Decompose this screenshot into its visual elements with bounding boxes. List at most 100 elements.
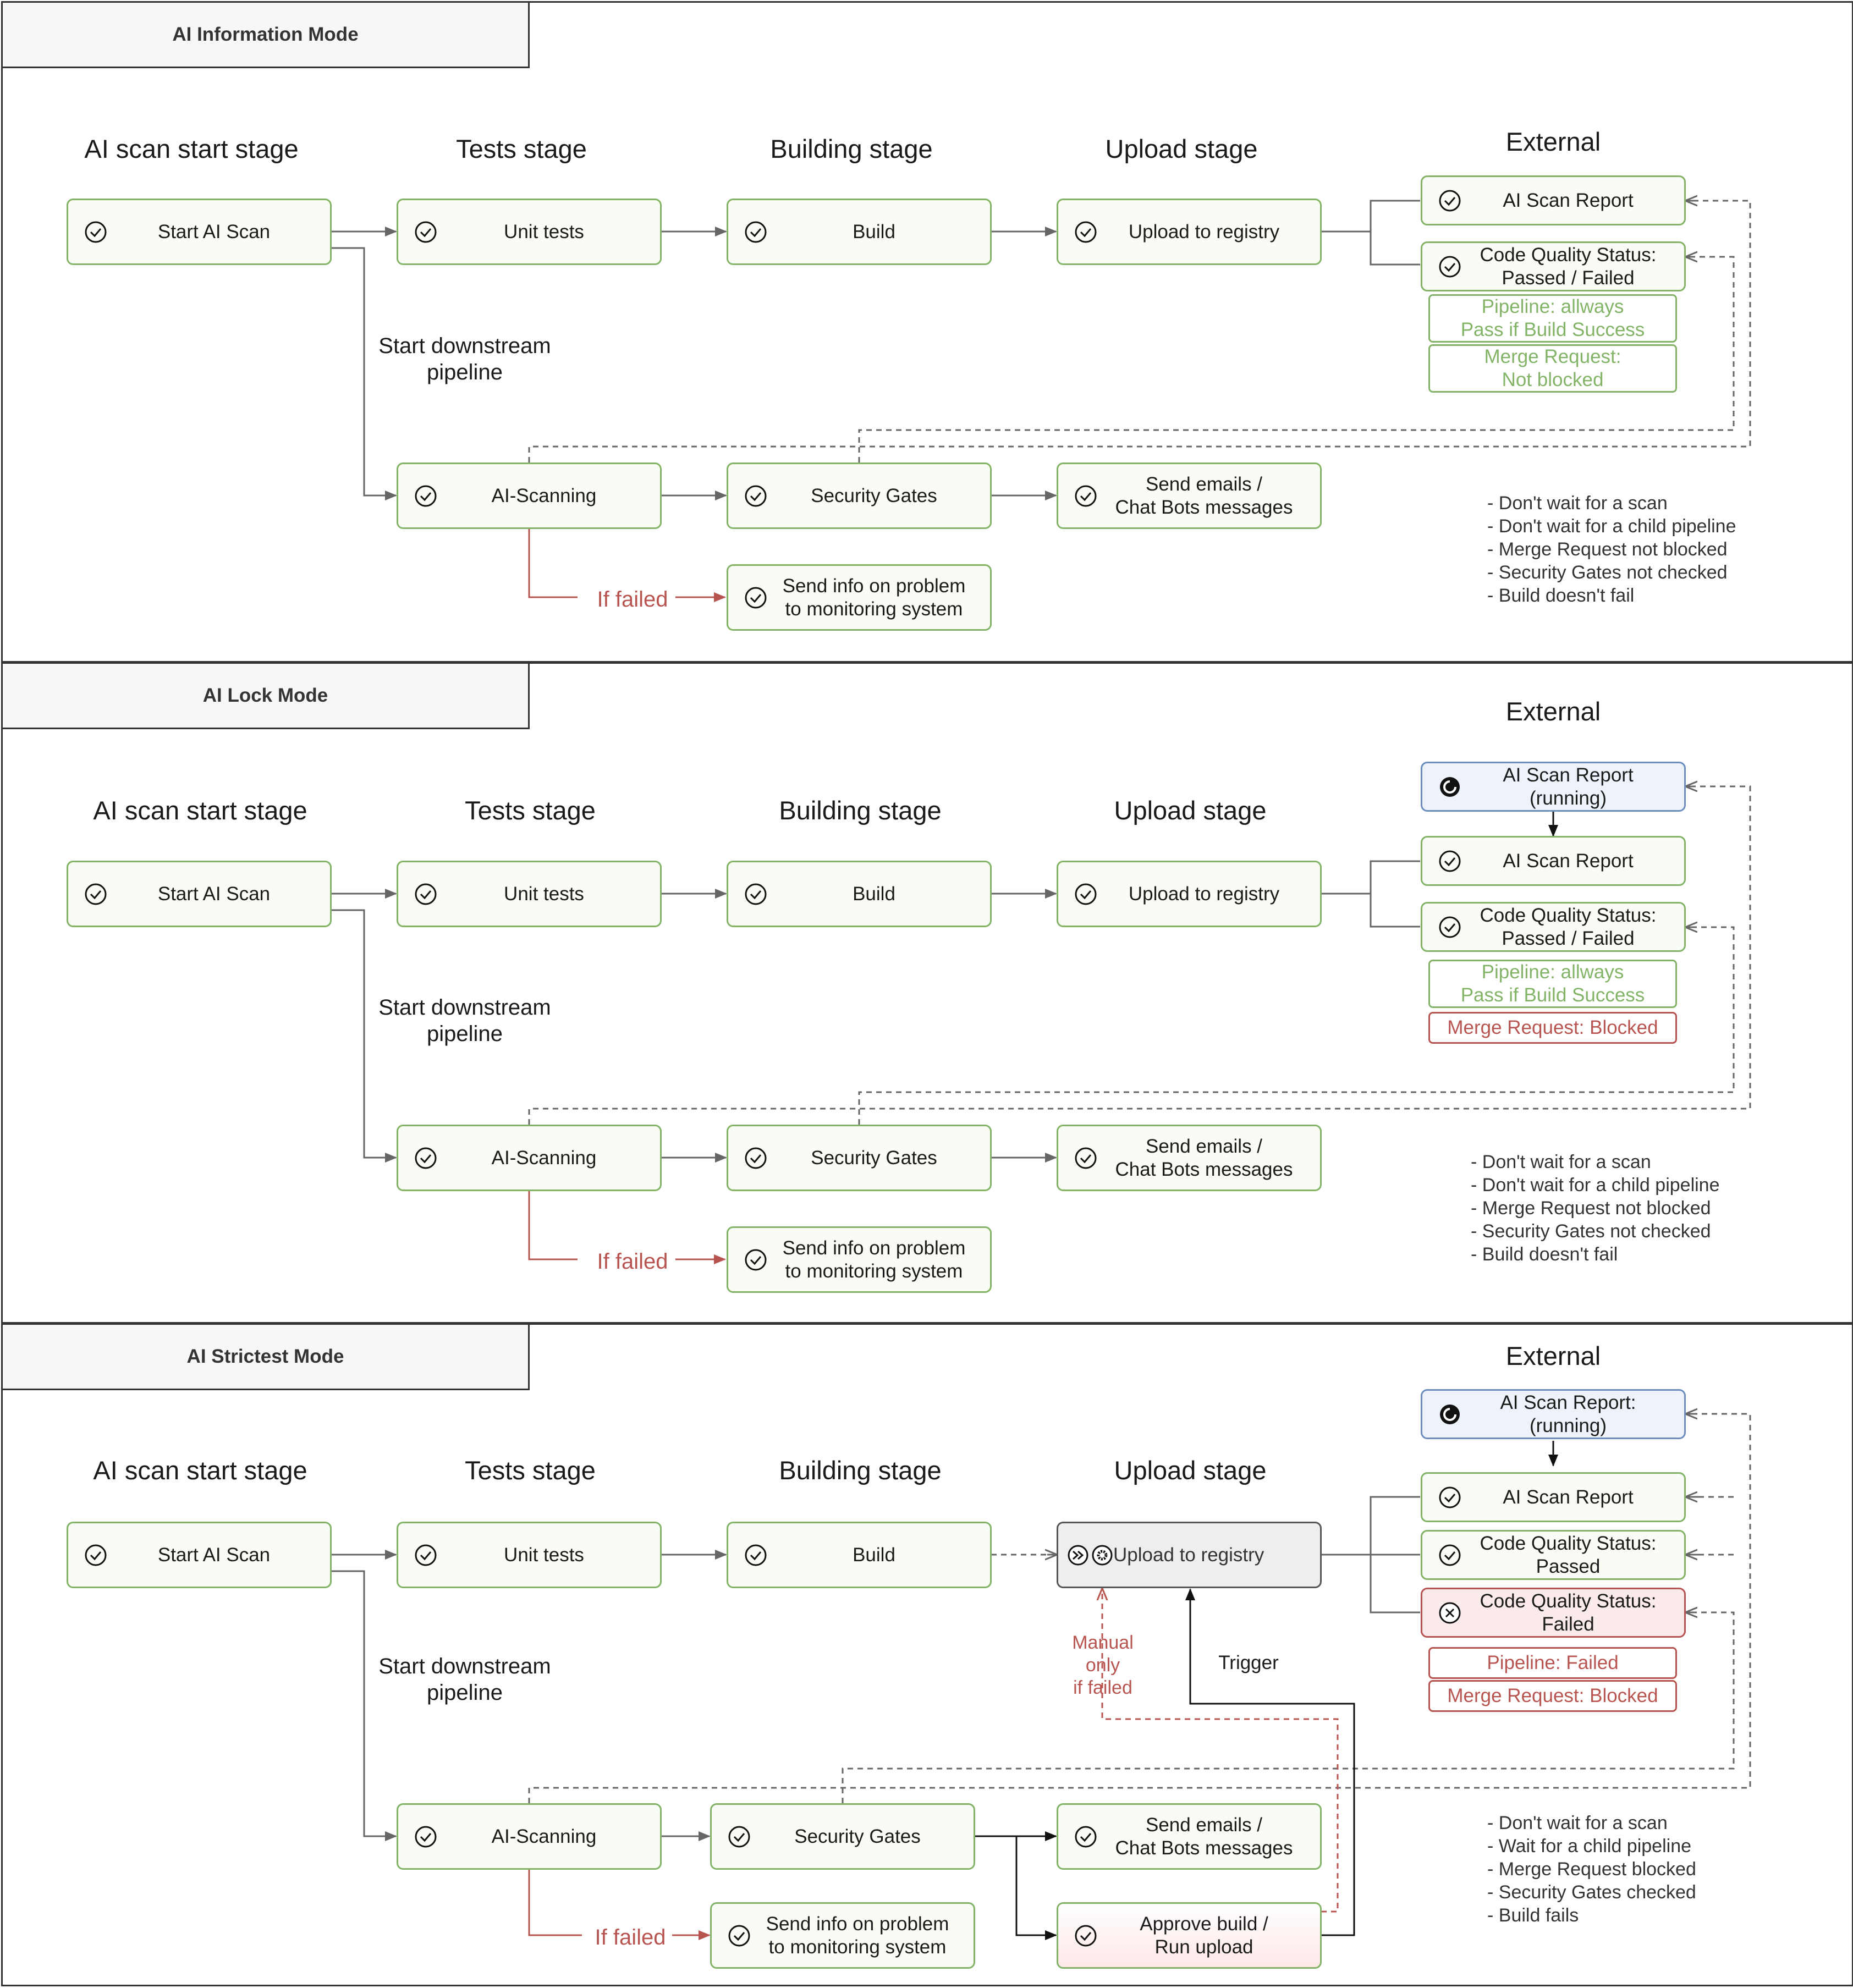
node-start-ai-scan[interactable]: Start AI Scan [67,1522,332,1588]
spinner-icon [1440,1404,1460,1424]
node-label: Code Quality Status: Passed [1480,1532,1657,1577]
stage-label-external: External [1505,1341,1601,1370]
node-build[interactable]: Build [727,1522,992,1588]
node-code-quality-status-passed[interactable]: Code Quality Status: Passed [1421,1530,1686,1580]
stage-label-ai-scan-start: AI scan start stage [93,796,307,825]
node-label: Build [853,221,895,243]
stage-label-ai-scan-start: AI scan start stage [93,1456,307,1485]
stage-label-building: Building stage [770,134,933,163]
label-if-failed: If failed [597,587,668,612]
node-ai-scan-report[interactable]: AI Scan Report [1421,1472,1686,1522]
node-label: Security Gates [811,484,937,506]
check-circle-icon [415,485,437,506]
node-upload-to-registry[interactable]: Upload to registry [1057,861,1322,927]
check-circle-icon [415,1544,437,1566]
check-circle-icon [1075,883,1097,905]
node-label: Build [853,1544,895,1566]
node-label: Start AI Scan [157,883,271,905]
spinner-icon [1440,777,1460,797]
node-send-info-monitoring[interactable]: Send info on problem to monitoring syste… [710,1902,975,1969]
node-label: AI Scan Report [1503,189,1634,211]
node-label: Code Quality Status: Passed / Failed [1480,244,1657,289]
node-upload-to-registry-manual[interactable]: Upload to registry [1057,1522,1322,1588]
node-ai-scan-report-running[interactable]: AI Scan Report (running) [1421,762,1686,812]
node-label: Upload to registry [1128,883,1280,905]
node-label: AI-Scanning [491,1147,597,1169]
panel-title: AI Lock Mode [3,664,530,729]
check-circle-icon [745,1544,767,1566]
node-label: AI Scan Report [1503,1486,1634,1508]
label-start-downstream-pipeline: Start downstream pipeline [378,334,551,384]
panel-title: AI Information Mode [3,3,530,68]
summary-item: - Don't wait for a scan [1487,493,1668,514]
node-ai-scanning[interactable]: AI-Scanning [397,1125,662,1191]
node-label: Code Quality Status: Passed / Failed [1480,904,1657,949]
node-approve-build[interactable]: Approve build / Run upload [1057,1902,1322,1969]
panel-title: AI Strictest Mode [3,1325,530,1390]
mode-summary-list: - Don't wait for a scan - Wait for a chi… [1487,1811,1696,1927]
mode-summary-list: - Don't wait for a scan - Don't wait for… [1471,1150,1720,1266]
node-send-emails[interactable]: Send emails / Chat Bots messages [1057,1125,1322,1191]
node-unit-tests[interactable]: Unit tests [397,1522,662,1588]
fast-forward-icon [1068,1545,1088,1565]
label-start-downstream-pipeline: Start downstream pipeline [378,995,551,1046]
node-label: Unit tests [504,1544,584,1566]
check-circle-icon [415,883,437,905]
check-circle-icon [745,221,767,243]
node-ai-scanning[interactable]: AI-Scanning [397,462,662,529]
check-circle-icon [1075,221,1097,243]
node-send-info-monitoring[interactable]: Send info on problem to monitoring syste… [727,1226,992,1293]
check-circle-icon [1075,485,1097,506]
node-ai-scanning[interactable]: AI-Scanning [397,1803,662,1870]
node-label: Send info on problem to monitoring syste… [782,575,966,620]
node-security-gates[interactable]: Security Gates [727,462,992,529]
summary-item: - Don't wait for a child pipeline [1487,516,1736,537]
summary-item: - Don't wait for a scan [1487,1813,1668,1833]
node-label: Unit tests [504,221,584,243]
check-circle-icon [745,1249,767,1270]
node-unit-tests[interactable]: Unit tests [397,199,662,265]
node-label: Security Gates [794,1825,921,1847]
check-circle-icon [728,1925,750,1946]
node-label: AI-Scanning [491,1825,597,1847]
node-send-emails[interactable]: Send emails / Chat Bots messages [1057,1803,1322,1870]
check-circle-icon [728,1826,750,1847]
stage-label-external: External [1505,127,1601,156]
node-start-ai-scan[interactable]: Start AI Scan [67,861,332,927]
node-label: AI Scan Report: (running) [1500,1391,1636,1436]
label-start-downstream-pipeline: Start downstream pipeline [378,1654,551,1705]
stage-label-building: Building stage [779,1456,942,1485]
node-code-quality-status[interactable]: Code Quality Status: Passed / Failed [1421,241,1686,291]
summary-item: - Merge Request not blocked [1487,539,1728,560]
label-manual-only-if-failed: Manual only if failed [1072,1632,1134,1698]
node-build[interactable]: Build [727,199,992,265]
summary-item: - Build doesn't fail [1471,1244,1618,1265]
node-ai-scan-report[interactable]: AI Scan Report [1421,175,1686,225]
stage-label-tests: Tests stage [465,1456,596,1485]
node-label: Send info on problem to monitoring syste… [782,1237,966,1282]
node-ai-scan-report-running[interactable]: AI Scan Report: (running) [1421,1389,1686,1439]
check-circle-icon [85,1544,107,1566]
node-unit-tests[interactable]: Unit tests [397,861,662,927]
node-upload-to-registry[interactable]: Upload to registry [1057,199,1322,265]
check-circle-icon [1439,850,1461,872]
node-label: Upload to registry [1113,1544,1264,1566]
check-circle-icon [1439,1544,1461,1566]
node-security-gates[interactable]: Security Gates [727,1125,992,1191]
node-code-quality-status-failed[interactable]: Code Quality Status: Failed [1421,1588,1686,1638]
node-code-quality-status[interactable]: Code Quality Status: Passed / Failed [1421,902,1686,952]
node-build[interactable]: Build [727,861,992,927]
node-send-emails[interactable]: Send emails / Chat Bots messages [1057,462,1322,529]
note-merge-request-blocked: Merge Request: Blocked [1428,1680,1677,1712]
node-send-info-monitoring[interactable]: Send info on problem to monitoring syste… [727,564,992,631]
node-start-ai-scan[interactable]: Start AI Scan [67,199,332,265]
check-circle-icon [1075,1826,1097,1847]
node-ai-scan-report[interactable]: AI Scan Report [1421,836,1686,886]
summary-item: - Don't wait for a child pipeline [1471,1175,1720,1196]
node-label: Start AI Scan [157,221,271,243]
summary-item: - Merge Request blocked [1487,1859,1696,1880]
check-circle-icon [745,485,767,506]
stage-label-building: Building stage [779,796,942,825]
mode-summary-list: - Don't wait for a scan - Don't wait for… [1487,492,1736,607]
node-security-gates[interactable]: Security Gates [710,1803,975,1870]
